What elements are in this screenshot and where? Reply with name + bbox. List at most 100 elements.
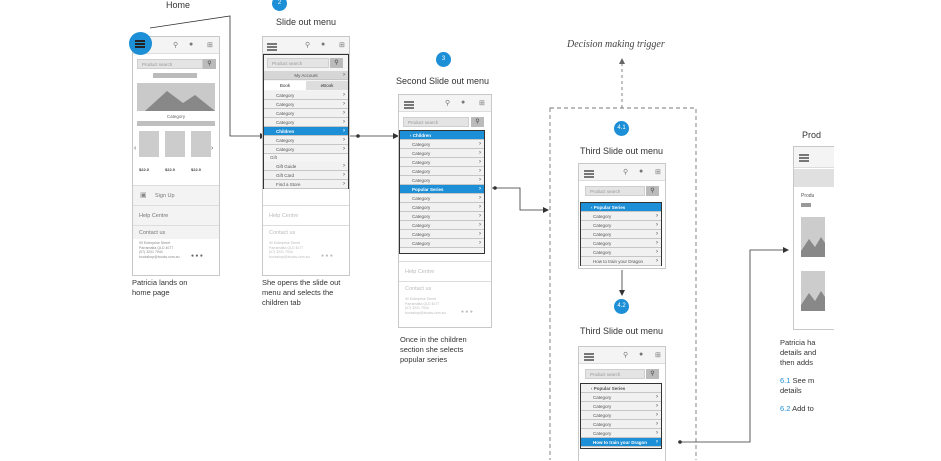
location-icon: ⚲	[173, 42, 179, 49]
submenu-category-row[interactable]: Category›	[400, 167, 484, 176]
menu-category-row[interactable]: Category›	[264, 118, 348, 127]
hamburger-icon[interactable]	[584, 170, 594, 172]
menu-category-row[interactable]: Category›	[264, 91, 348, 100]
hamburger-icon[interactable]	[267, 43, 277, 45]
series-category-row[interactable]: Category›	[581, 239, 661, 248]
location-icon: ⚲	[305, 42, 311, 49]
submenu-category-row[interactable]: Category›	[400, 239, 484, 248]
tab-book[interactable]: Book	[264, 81, 306, 90]
product-image-1[interactable]	[801, 217, 825, 257]
popular-back-row[interactable]: ‹ Popular Series	[581, 384, 661, 393]
home-tabs[interactable]	[137, 121, 215, 126]
submenu-category-row[interactable]: Category›	[400, 203, 484, 212]
menu-category-row[interactable]: Category›	[264, 136, 348, 145]
home-search-icon[interactable]: ⚲	[203, 59, 216, 69]
help-centre-link[interactable]: Help Centre	[133, 205, 219, 225]
image-icon: ▣	[140, 192, 147, 199]
menu-search-input[interactable]: Product search	[267, 58, 329, 68]
user-icon: ●	[461, 99, 466, 106]
slide-menu-panel: Product search ⚲ My Account› Book eBook …	[263, 54, 349, 189]
product-search-area[interactable]	[794, 169, 834, 187]
social-icons[interactable]: ● ● ●	[191, 253, 203, 259]
series-category-row[interactable]: Category›	[581, 420, 661, 429]
social-icons[interactable]: ● ● ●	[461, 309, 473, 315]
second-search-input[interactable]: Product search	[403, 117, 469, 127]
social-icons[interactable]: ● ● ●	[321, 253, 333, 259]
submenu-category-row[interactable]: Category›	[400, 158, 484, 167]
series-category-row[interactable]: Category›	[581, 429, 661, 438]
second-search-icon[interactable]: ⚲	[471, 117, 484, 127]
help-centre-link[interactable]: Help Centre	[263, 205, 349, 225]
gift-guide-row[interactable]: Gift Guide›	[264, 162, 348, 171]
third-b-search-input[interactable]: Product search	[585, 369, 645, 379]
find-store-row[interactable]: Find a Store›	[264, 180, 348, 189]
my-account-row[interactable]: My Account›	[264, 71, 348, 80]
hamburger-icon[interactable]	[135, 40, 145, 42]
product-image-2[interactable]	[801, 271, 825, 311]
product-thumb-2[interactable]	[165, 131, 185, 157]
user-icon: ●	[189, 41, 194, 48]
series-category-row[interactable]: Category›	[581, 402, 661, 411]
menu-search-icon[interactable]: ⚲	[330, 58, 343, 68]
hamburger-icon[interactable]	[584, 353, 594, 355]
submenu-category-row[interactable]: Category›	[400, 149, 484, 158]
hamburger-icon[interactable]	[404, 101, 414, 103]
submenu-category-row[interactable]: Category›	[400, 221, 484, 230]
view-toggle-icon[interactable]	[801, 203, 811, 207]
submenu-category-row[interactable]: Category›	[400, 194, 484, 203]
menu-button-highlight[interactable]	[129, 32, 152, 55]
contact-us-link[interactable]: Contact us	[263, 225, 349, 239]
gift-card-row[interactable]: Gift Card›	[264, 171, 348, 180]
third-b-search-icon[interactable]: ⚲	[646, 369, 659, 379]
third-slide-phone-b: ⚲ ● ⊞ Product search ⚲ ‹ Popular Series …	[578, 346, 666, 461]
carousel-left-icon[interactable]: ‹	[134, 145, 137, 152]
menu-category-row[interactable]: Category›	[264, 100, 348, 109]
popular-back-row[interactable]: ‹ Popular Series	[581, 203, 661, 212]
dragon-row[interactable]: How to train your Dragon›	[581, 257, 661, 266]
cart-icon: ⊞	[339, 42, 345, 49]
series-category-row[interactable]: Category›	[581, 393, 661, 402]
third-a-search-icon[interactable]: ⚲	[646, 186, 659, 196]
tab-ebook[interactable]: eBook	[306, 81, 348, 90]
contact-us-link[interactable]: Contact us	[133, 225, 219, 239]
slide-out-phone: ⚲ ● ⊞ Product search ⚲ My Account› Book …	[262, 36, 350, 276]
third-b-header	[579, 347, 665, 364]
gift-heading: Gift	[270, 155, 278, 160]
second-slide-title: Second Slide out menu	[396, 76, 490, 86]
product-thumb-1[interactable]	[139, 131, 159, 157]
home-phone: ⚲ ● ⊞ Product search ⚲ Category ‹ › $22.…	[132, 36, 220, 276]
series-category-row[interactable]: Category›	[581, 248, 661, 257]
children-back-row[interactable]: ‹ Children	[400, 131, 484, 140]
dragon-row-selected[interactable]: How to train your Dragon›	[581, 438, 661, 447]
series-category-row[interactable]: Category›	[581, 221, 661, 230]
menu-category-row[interactable]: Category›	[264, 145, 348, 154]
series-category-row[interactable]: Category›	[581, 230, 661, 239]
carousel-right-icon[interactable]: ›	[211, 145, 214, 152]
children-row[interactable]: Children›	[264, 127, 348, 136]
location-icon: ⚲	[623, 169, 629, 176]
second-header	[399, 95, 491, 112]
submenu-category-row[interactable]: Category›	[400, 140, 484, 149]
home-search-input[interactable]: Product search	[137, 59, 203, 69]
sign-up-link[interactable]: Sign Up	[133, 185, 219, 205]
hamburger-icon[interactable]	[799, 154, 809, 156]
submenu-category-row[interactable]: Category›	[400, 176, 484, 185]
series-category-row[interactable]: Category›	[581, 212, 661, 221]
series-category-row[interactable]: Category›	[581, 411, 661, 420]
submenu-category-row[interactable]: Category›	[400, 230, 484, 239]
third-a-search-input[interactable]: Product search	[585, 186, 645, 196]
hero-category-label: Category	[166, 114, 186, 119]
submenu-category-row[interactable]: Category›	[400, 212, 484, 221]
menu-category-row[interactable]: Category›	[264, 109, 348, 118]
help-centre-link[interactable]: Help Centre	[399, 261, 491, 281]
product-thumb-3[interactable]	[191, 131, 211, 157]
contact-us-link[interactable]: Contact us	[399, 281, 491, 295]
popular-series-row[interactable]: Popular Series›	[400, 185, 484, 194]
